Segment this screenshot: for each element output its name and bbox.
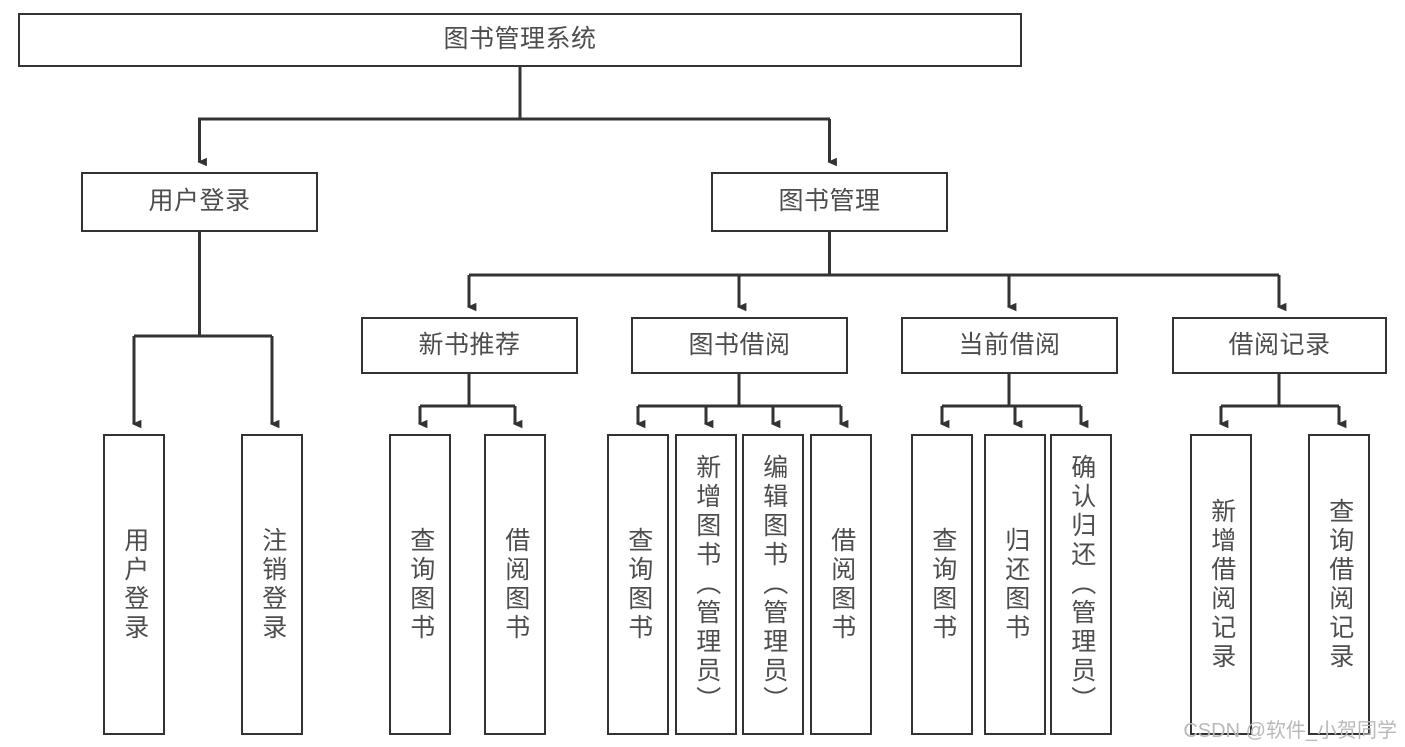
- csdn-watermark: CSDN @软件_小贺同学: [1183, 720, 1397, 742]
- node-borrow-record-label: 借阅记录: [1228, 330, 1331, 359]
- node-leaf-query-book-3-label: 查询图书: [928, 526, 957, 643]
- node-new-book-rec-label: 新书推荐: [418, 330, 521, 359]
- node-user-login[interactable]: 用户登录: [81, 172, 318, 232]
- node-leaf-logout[interactable]: 注销登录: [241, 434, 303, 735]
- node-leaf-return-book-label: 归还图书: [1001, 526, 1030, 643]
- node-leaf-add-book[interactable]: 新增图书（管理员）: [675, 434, 737, 735]
- node-leaf-edit-book[interactable]: 编辑图书（管理员）: [742, 434, 804, 735]
- node-leaf-logout-label: 注销登录: [258, 526, 287, 643]
- node-leaf-borrow-book-1-label: 借阅图书: [501, 526, 530, 643]
- node-book-manage-label: 图书管理: [778, 187, 881, 216]
- node-leaf-add-record[interactable]: 新增借阅记录: [1190, 434, 1252, 735]
- node-leaf-edit-book-label: 编辑图书（管理员）: [759, 454, 788, 715]
- node-leaf-add-record-label: 新增借阅记录: [1207, 497, 1236, 672]
- node-leaf-query-book-2-label: 查询图书: [624, 526, 653, 643]
- node-new-book-rec[interactable]: 新书推荐: [361, 317, 578, 374]
- node-leaf-return-book[interactable]: 归还图书: [984, 434, 1046, 735]
- node-leaf-user-login[interactable]: 用户登录: [103, 434, 165, 735]
- node-root[interactable]: 图书管理系统: [18, 13, 1022, 67]
- node-current-borrow-label: 当前借阅: [958, 330, 1061, 359]
- node-leaf-query-record[interactable]: 查询借阅记录: [1308, 434, 1370, 735]
- node-borrow-record[interactable]: 借阅记录: [1172, 317, 1387, 374]
- node-leaf-query-book-3[interactable]: 查询图书: [911, 434, 973, 735]
- node-user-login-label: 用户登录: [148, 187, 251, 216]
- node-book-borrow-label: 图书借阅: [688, 330, 791, 359]
- node-leaf-query-book-1-label: 查询图书: [406, 526, 435, 643]
- node-book-manage[interactable]: 图书管理: [711, 172, 948, 232]
- node-leaf-user-login-label: 用户登录: [120, 526, 149, 643]
- node-leaf-query-record-label: 查询借阅记录: [1325, 497, 1354, 672]
- node-leaf-borrow-book-1[interactable]: 借阅图书: [484, 434, 546, 735]
- node-book-borrow[interactable]: 图书借阅: [631, 317, 848, 374]
- node-leaf-add-book-label: 新增图书（管理员）: [692, 454, 721, 715]
- node-leaf-confirm-return-label: 确认归还（管理员）: [1067, 454, 1096, 715]
- node-leaf-query-book-1[interactable]: 查询图书: [389, 434, 451, 735]
- node-leaf-confirm-return[interactable]: 确认归还（管理员）: [1050, 434, 1112, 735]
- node-leaf-borrow-book-2[interactable]: 借阅图书: [810, 434, 872, 735]
- node-current-borrow[interactable]: 当前借阅: [901, 317, 1118, 374]
- node-leaf-borrow-book-2-label: 借阅图书: [827, 526, 856, 643]
- node-root-label: 图书管理系统: [443, 25, 597, 54]
- node-leaf-query-book-2[interactable]: 查询图书: [607, 434, 669, 735]
